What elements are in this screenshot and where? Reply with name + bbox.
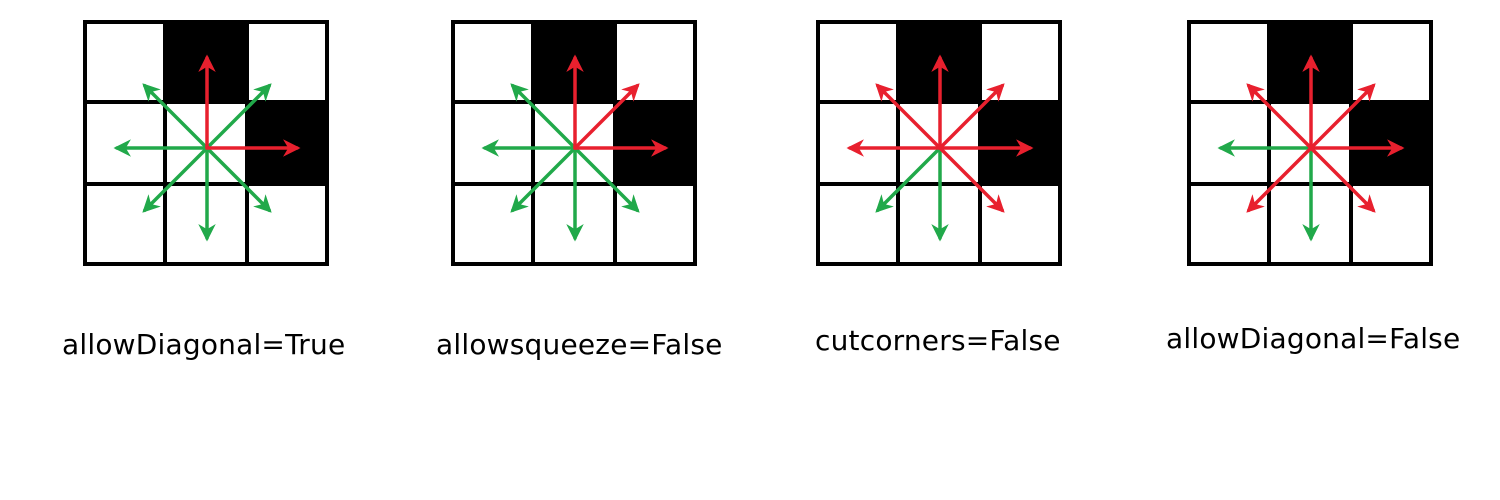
open-cell xyxy=(87,24,163,100)
wall-cell xyxy=(617,104,693,182)
open-cell xyxy=(1191,104,1267,182)
wall-cell xyxy=(1353,104,1429,182)
grid-diagram xyxy=(83,20,329,266)
arrow-north-west-blocked xyxy=(1246,83,1313,150)
grid-diagram xyxy=(816,20,1062,266)
caption-allow-squeeze-false: allowsqueeze=False xyxy=(436,328,723,361)
arrow-north-east-blocked xyxy=(1309,83,1376,150)
arrow-south-west-allowed xyxy=(510,146,577,213)
open-cell xyxy=(820,24,896,100)
arrow-south-east-blocked xyxy=(1309,146,1376,213)
wall-cell xyxy=(982,104,1058,182)
arrow-south-east-allowed xyxy=(205,146,272,213)
open-cell xyxy=(617,24,693,100)
open-cell xyxy=(1191,186,1267,262)
grid-diagram xyxy=(451,20,697,266)
open-cell xyxy=(1353,24,1429,100)
panel-allow-diagonal-false xyxy=(1184,0,1500,400)
arrow-north-west-blocked xyxy=(875,83,942,150)
open-cell xyxy=(820,104,896,182)
arrow-south-west-allowed xyxy=(875,146,942,213)
open-cell xyxy=(455,104,531,182)
open-cell xyxy=(455,186,531,262)
open-cell xyxy=(249,186,325,262)
arrow-north-east-blocked xyxy=(573,83,640,150)
open-cell xyxy=(249,24,325,100)
arrow-south-east-blocked xyxy=(938,146,1005,213)
arrow-north-east-blocked xyxy=(938,83,1005,150)
arrow-north-west-allowed xyxy=(142,83,209,150)
open-cell xyxy=(455,24,531,100)
arrow-south-east-allowed xyxy=(573,146,640,213)
open-cell xyxy=(1353,186,1429,262)
open-cell xyxy=(1191,24,1267,100)
panel-cut-corners-false xyxy=(813,0,1173,400)
panel-allow-squeeze-false xyxy=(448,0,808,400)
caption-cut-corners-false: cutcorners=False xyxy=(815,324,1061,357)
open-cell xyxy=(87,186,163,262)
open-cell xyxy=(87,104,163,182)
open-cell xyxy=(982,186,1058,262)
wall-cell xyxy=(249,104,325,182)
open-cell xyxy=(617,186,693,262)
arrow-north-west-allowed xyxy=(510,83,577,150)
caption-allow-diagonal-false: allowDiagonal=False xyxy=(1166,322,1461,355)
caption-allow-diagonal-true: allowDiagonal=True xyxy=(62,328,346,361)
arrow-south-west-blocked xyxy=(1246,146,1313,213)
panel-allow-diagonal-true xyxy=(80,0,440,400)
arrow-south-west-allowed xyxy=(142,146,209,213)
open-cell xyxy=(982,24,1058,100)
open-cell xyxy=(820,186,896,262)
arrow-north-east-allowed xyxy=(205,83,272,150)
grid-diagram xyxy=(1187,20,1433,266)
